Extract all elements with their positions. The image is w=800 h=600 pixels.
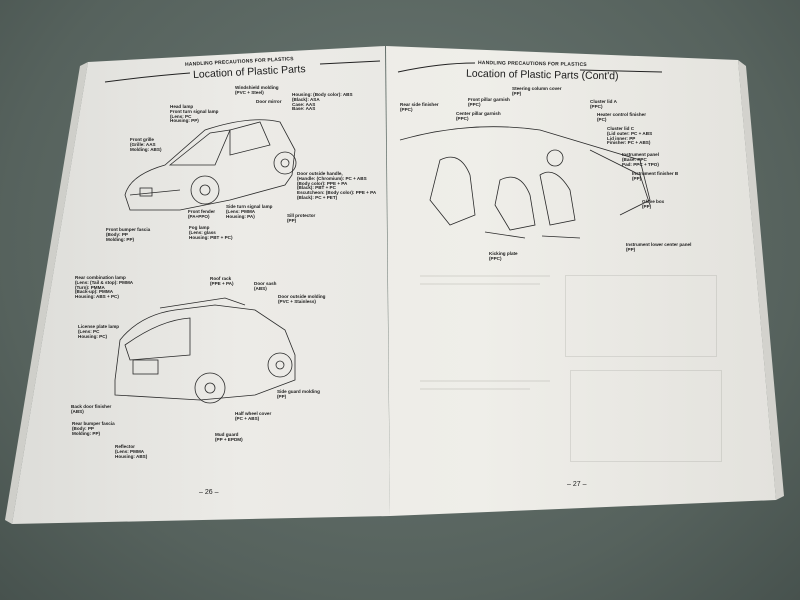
label-license-plate-lamp: License plate lamp (Lens: PC Housing: PC…	[78, 324, 120, 339]
label-back-door-finisher: Back door finisher (ABS)	[71, 404, 112, 414]
show-through-text	[420, 380, 550, 382]
label-mud-guard: Mud guard (PP + EPDM)	[215, 432, 243, 442]
label-steering-column-cover: Steering column cover (PP)	[512, 86, 562, 96]
label-door-sash: Door sash (ABS)	[254, 281, 277, 291]
label-cluster-lid-a: Cluster lid A (PPC)	[590, 99, 617, 109]
show-through-text	[420, 388, 530, 390]
label-rear-combination-lamp: Rear combination lamp (Lens: (Tail & sto…	[75, 275, 134, 300]
label-roof-rack: Roof rack (PPE + PA)	[210, 276, 234, 286]
label-fog-lamp: Fog lamp (Lens: glass Housing: PBT + PC)	[189, 225, 233, 240]
label-front-bumper-fascia: Front bumper fascia (Body: PP Molding: P…	[106, 227, 151, 242]
label-heater-control-finisher: Heater control finisher (PC)	[597, 112, 647, 122]
page-number: – 27 –	[567, 481, 587, 488]
label-door-mirror: Door mirror	[256, 99, 282, 104]
show-through-text	[420, 275, 550, 277]
show-through-text	[420, 283, 540, 285]
label-instrument-panel: Instrument panel (Base: PPC Pad: PPC + T…	[622, 152, 660, 167]
label-half-wheel-cover: Half wheel cover (PC + ABS)	[235, 411, 272, 421]
label-instrument-finisher-b: Instrument finisher B (PP)	[632, 171, 679, 181]
label-head-lamp: Head lamp Front turn signal lamp (Lens: …	[170, 104, 219, 124]
label-kicking-plate: Kicking plate (PPC)	[489, 251, 518, 261]
label-rear-side-finisher: Rear side finisher (PPC)	[400, 102, 439, 112]
label-door-outside-handle: Door outside handle, (Handle: (Chromium)…	[297, 171, 377, 201]
label-instrument-lower-center-panel: Instrument lower center panel (PP)	[626, 242, 692, 252]
label-cluster-lid-c: Cluster lid C (Lid outer: PC + ABS Lid i…	[607, 126, 653, 146]
label-front-grille: Front grille (Grille: AAS Molding: ABS)	[130, 137, 162, 152]
page-number: – 26 –	[199, 489, 219, 496]
label-front-fender: Front fender (PA+PPO)	[188, 209, 216, 219]
label-side-guard-molding: Side guard molding (PP)	[277, 389, 320, 399]
label-glove-box: Glove box (PP)	[642, 199, 665, 209]
show-through-figure	[570, 370, 722, 462]
label-windshield-molding: Windshield molding (PVC + Steel)	[235, 85, 279, 95]
label-center-pillar-garnish: Center pillar garnish (PPC)	[456, 111, 501, 121]
label-side-turn-signal-lamp: Side turn signal lamp (Lens: PMMA Housin…	[226, 204, 273, 219]
label-reflector: Reflector (Lens: PMMA Housing: ABS)	[115, 444, 148, 459]
label-rear-bumper-fascia: Rear bumper fascia (Body: PP Molding: PP…	[72, 421, 115, 436]
label-door-mirror-materials: Housing: (Body color): ABS (Black): ASA …	[292, 92, 353, 112]
label-door-outside-molding: Door outside molding (PVC + Stainless)	[278, 294, 326, 304]
show-through-figure	[565, 275, 717, 357]
label-sill-protector: Sill protector (PP)	[287, 213, 316, 223]
label-front-pillar-garnish: Front pillar garnish (PPC)	[468, 97, 510, 107]
